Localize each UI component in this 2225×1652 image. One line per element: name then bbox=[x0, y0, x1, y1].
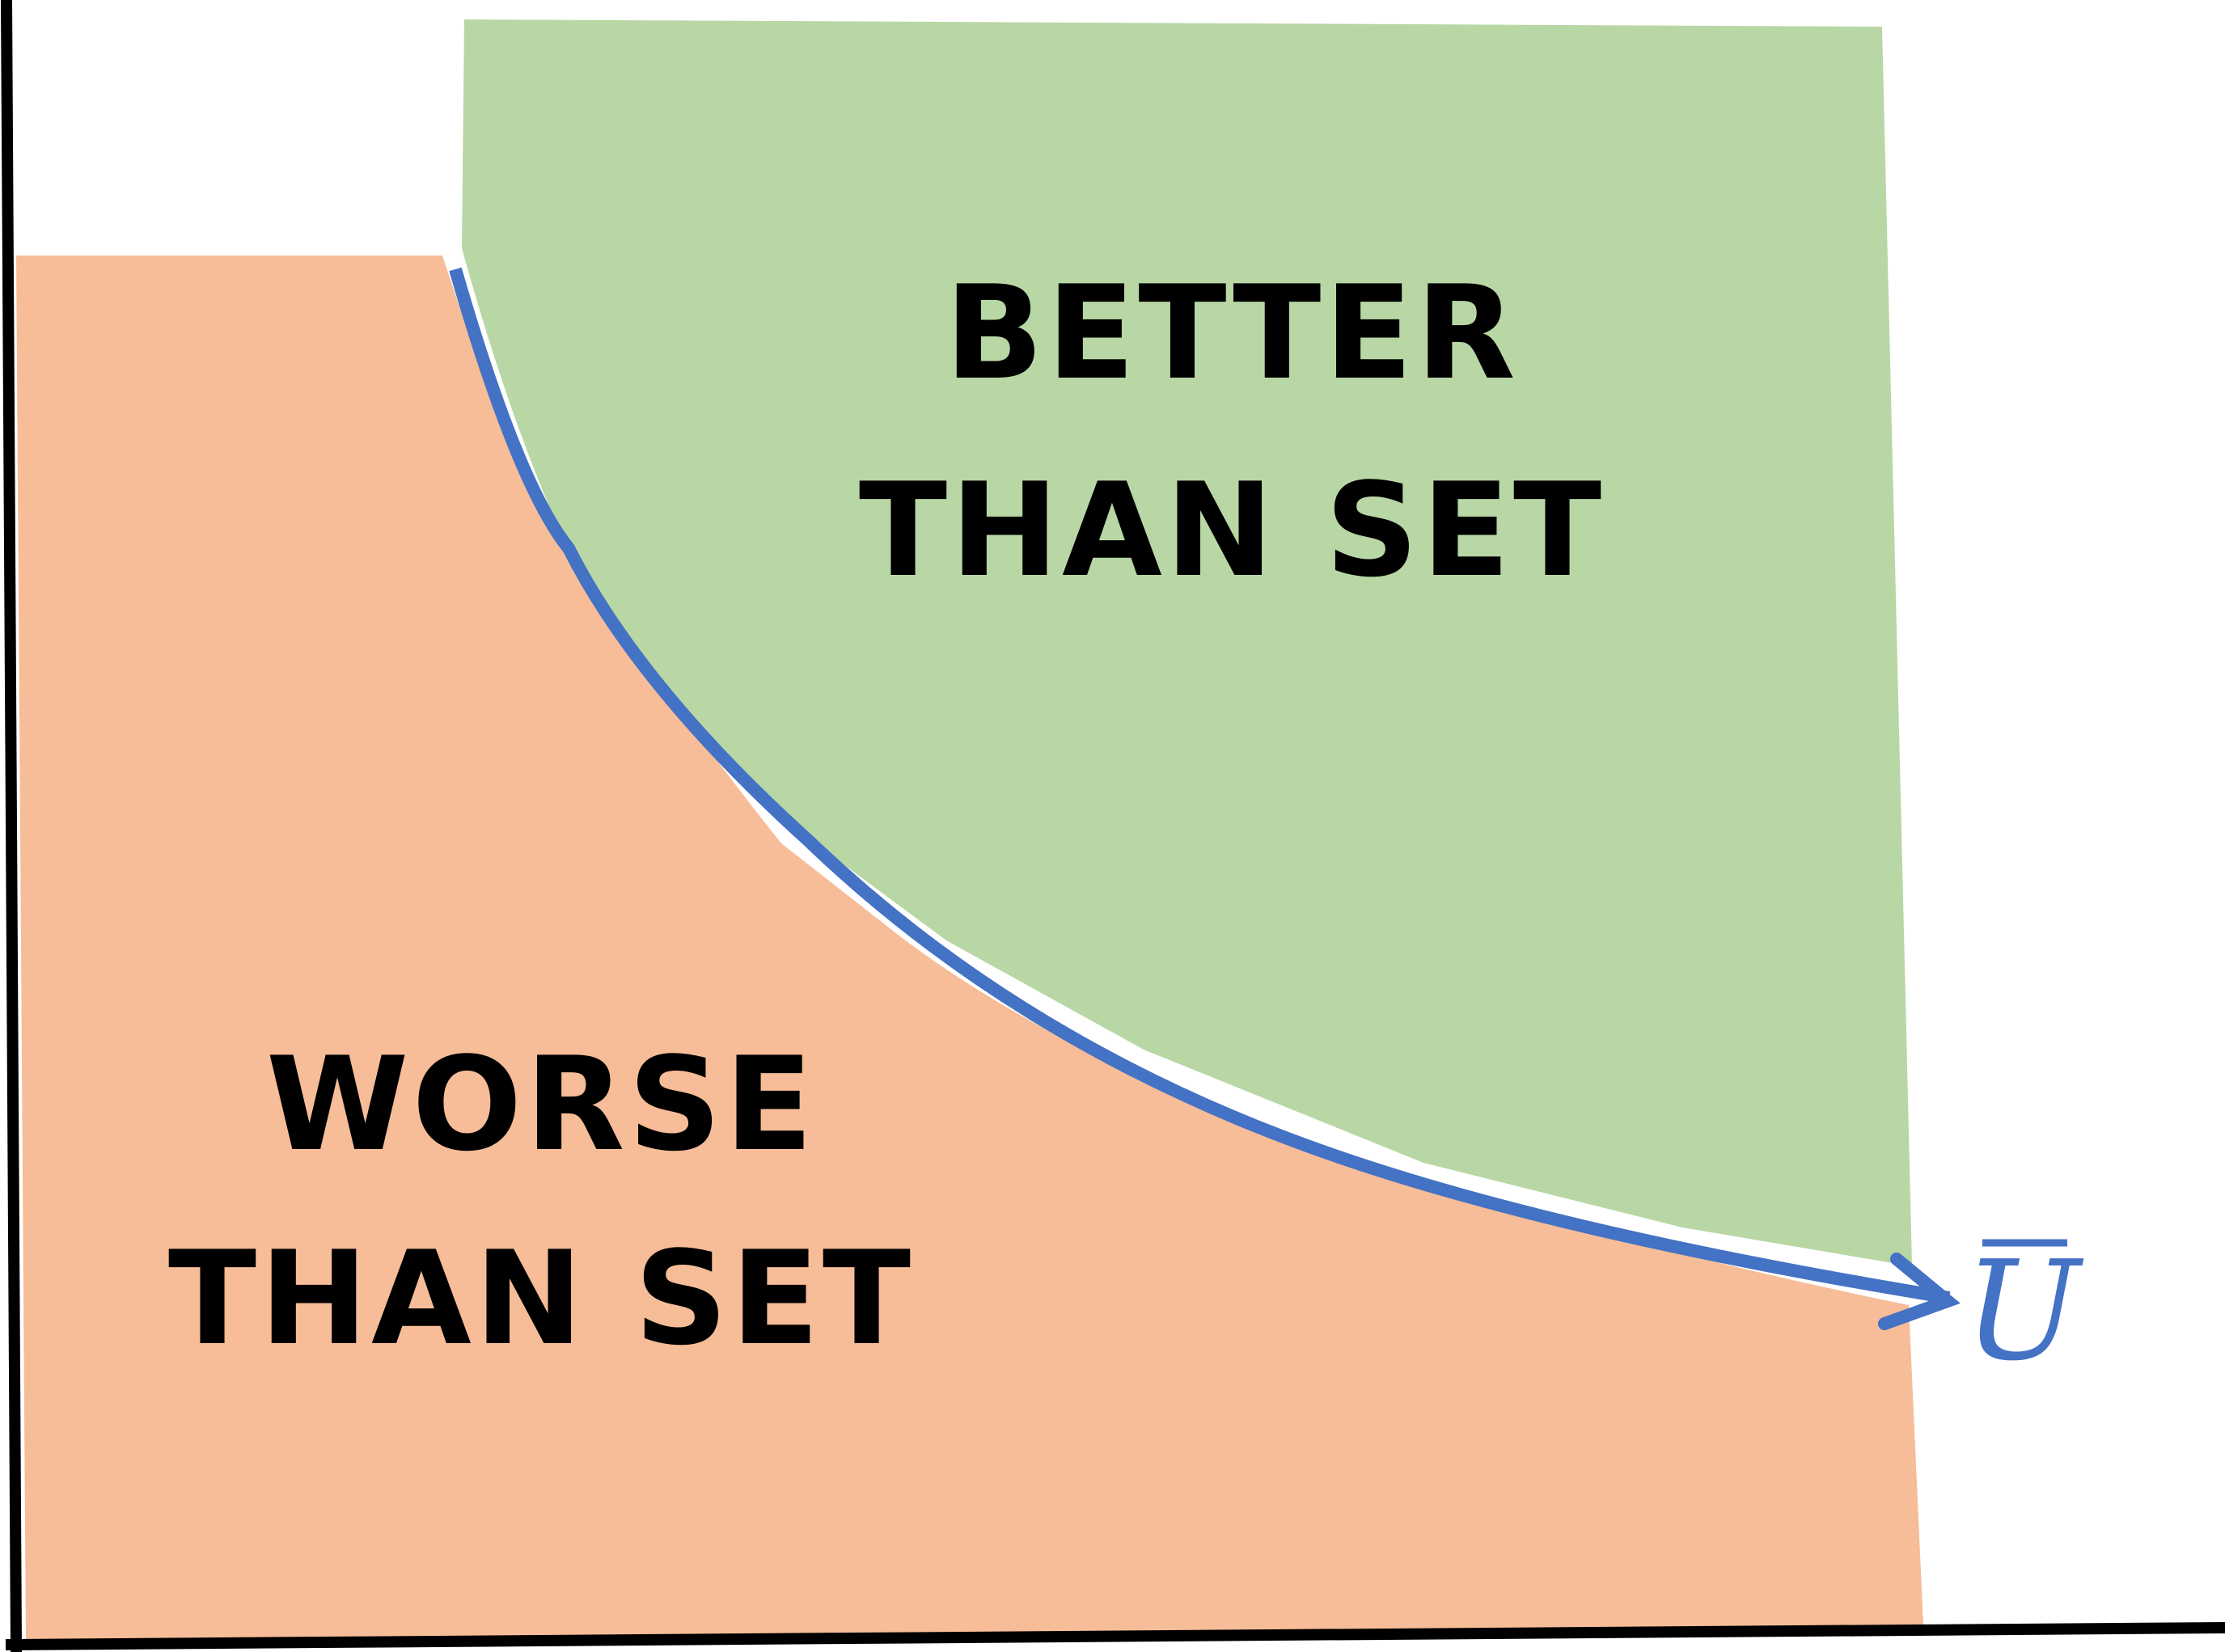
x-axis bbox=[5, 1621, 2225, 1651]
better-than-set-region bbox=[462, 19, 1912, 1266]
indifference-curve bbox=[449, 267, 1951, 1304]
curve-arrowhead bbox=[1878, 1253, 1961, 1330]
worse-than-set-region bbox=[16, 256, 1923, 1640]
better-label-line2: THAN SET bbox=[859, 454, 1605, 606]
curve-label: U bbox=[1964, 1232, 2083, 1392]
worse-label-line2: THAN SET bbox=[168, 1223, 914, 1374]
better-label-line1: BETTER bbox=[945, 257, 1519, 408]
y-axis bbox=[0, 0, 23, 1652]
worse-label-line1: WORSE bbox=[266, 1029, 816, 1180]
